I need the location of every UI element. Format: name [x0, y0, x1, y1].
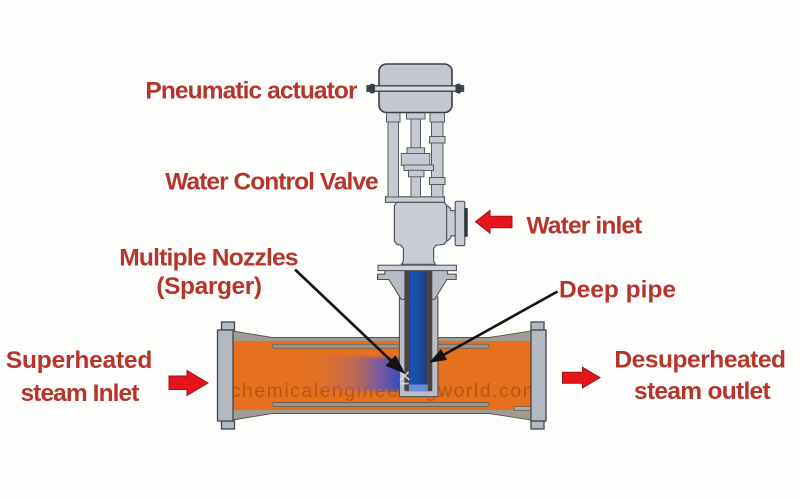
svg-text:Water inlet: Water inlet — [527, 213, 643, 240]
svg-text:Multiple Nozzles: Multiple Nozzles — [119, 245, 298, 272]
svg-text:Deep pipe: Deep pipe — [559, 277, 676, 304]
svg-text:Pneumatic actuator: Pneumatic actuator — [145, 78, 358, 105]
svg-text:Water Control Valve: Water Control Valve — [165, 169, 378, 196]
svg-text:steam Inlet: steam Inlet — [20, 380, 139, 407]
svg-text:steam outlet: steam outlet — [634, 378, 770, 405]
svg-text:Desuperheated: Desuperheated — [614, 347, 785, 374]
svg-text:(Sparger): (Sparger) — [156, 273, 261, 300]
svg-text:Superheated: Superheated — [6, 347, 152, 374]
